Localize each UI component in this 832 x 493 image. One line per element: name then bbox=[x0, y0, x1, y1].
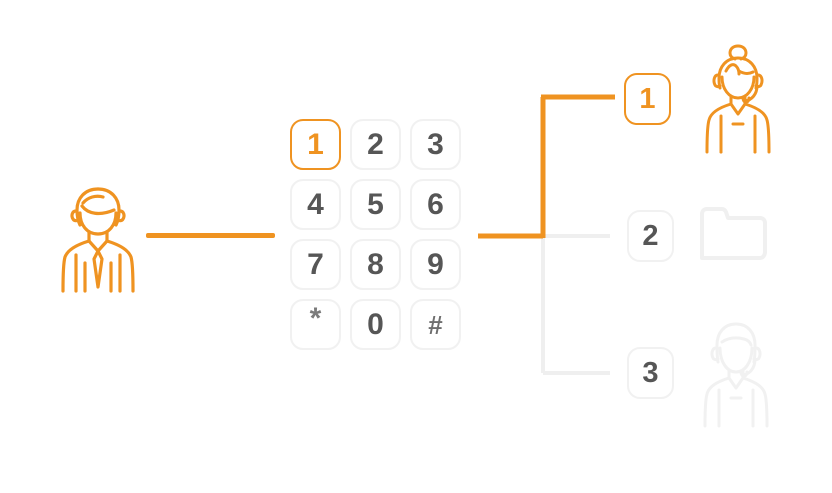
agent-male-headset-icon bbox=[700, 318, 772, 428]
dialpad-key-6[interactable]: 6 bbox=[410, 179, 461, 230]
dialpad-key-hash[interactable]: # bbox=[410, 299, 461, 350]
dialpad-key-3[interactable]: 3 bbox=[410, 119, 461, 170]
dialpad-key-2[interactable]: 2 bbox=[350, 119, 401, 170]
caller-to-keypad-link bbox=[146, 233, 275, 238]
dialpad-key-0[interactable]: 0 bbox=[350, 299, 401, 350]
agent-female-headset-icon bbox=[702, 44, 774, 154]
option-box-3[interactable]: 3 bbox=[627, 347, 674, 399]
option-box-1[interactable]: 1 bbox=[624, 73, 671, 125]
routing-tree-lines bbox=[478, 80, 628, 400]
dialpad-key-9[interactable]: 9 bbox=[410, 239, 461, 290]
dialpad-key-1[interactable]: 1 bbox=[290, 119, 341, 170]
folder-icon bbox=[698, 202, 770, 264]
dialpad-key-star[interactable]: * bbox=[290, 299, 341, 350]
option-box-2[interactable]: 2 bbox=[627, 210, 674, 262]
caller-person-icon bbox=[52, 183, 144, 295]
dialpad-key-4[interactable]: 4 bbox=[290, 179, 341, 230]
dialpad-key-8[interactable]: 8 bbox=[350, 239, 401, 290]
dialpad-key-7[interactable]: 7 bbox=[290, 239, 341, 290]
dialpad-key-5[interactable]: 5 bbox=[350, 179, 401, 230]
